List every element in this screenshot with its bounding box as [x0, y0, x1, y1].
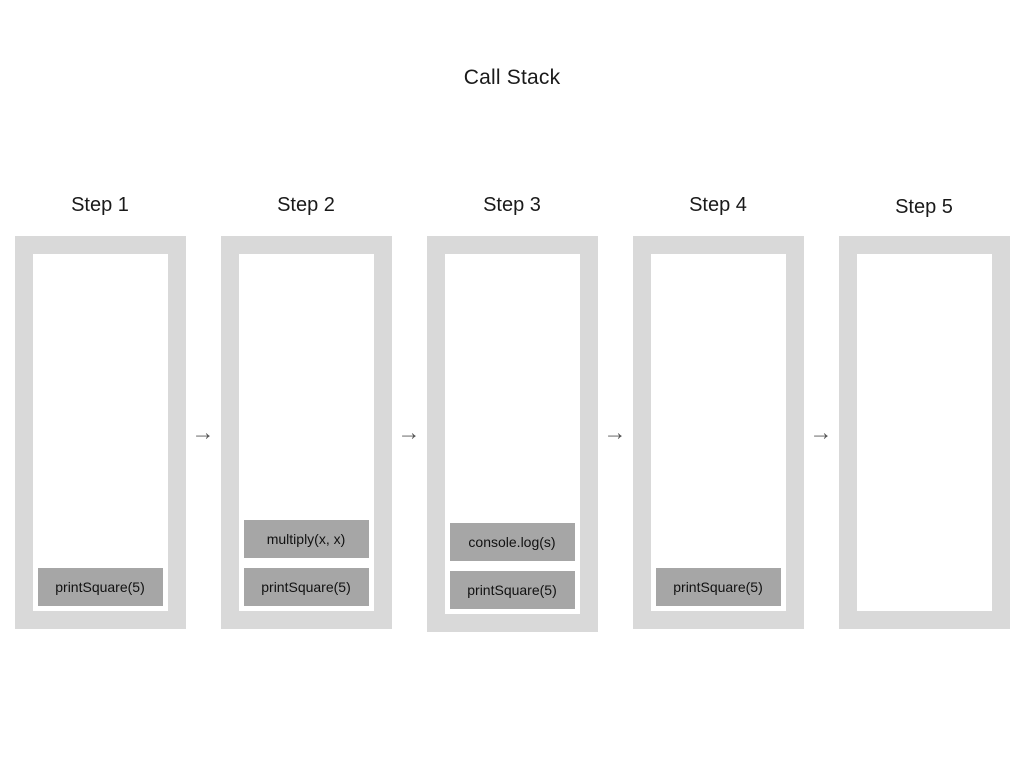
step-group-4: Step 4 printSquare(5)	[632, 190, 804, 629]
arrow-right-icon: →	[603, 419, 627, 445]
arrow-4-to-5: →	[804, 236, 839, 629]
arrow-right-icon: →	[809, 419, 833, 445]
arrow-right-icon: →	[397, 419, 421, 445]
stack-frame: console.log(s)	[449, 523, 575, 561]
stack-frame: printSquare(5)	[243, 568, 369, 606]
step-group-3: Step 3 console.log(s) printSquare(5)	[426, 190, 598, 632]
page-title: Call Stack	[463, 66, 561, 89]
arrow-2-to-3: →	[392, 236, 427, 629]
step-label-2: Step 2	[277, 194, 335, 216]
stack-frame: multiply(x, x)	[243, 520, 369, 558]
arrow-right-icon: →	[191, 419, 215, 445]
step-group-5: Step 5	[838, 190, 1010, 629]
call-stack-steps-row: Step 1 printSquare(5) → Step 2 multiply(…	[0, 190, 1024, 640]
step-label-3: Step 3	[483, 194, 541, 216]
step-group-1: Step 1 printSquare(5)	[14, 190, 186, 629]
call-stack-box-5	[838, 236, 1010, 629]
stack-frame: printSquare(5)	[655, 568, 781, 606]
step-group-2: Step 2 multiply(x, x) printSquare(5)	[220, 190, 392, 629]
step-label-5: Step 5	[895, 196, 953, 218]
call-stack-box-4: printSquare(5)	[632, 236, 804, 629]
stack-frame: printSquare(5)	[37, 568, 163, 606]
call-stack-box-1: printSquare(5)	[14, 236, 186, 629]
step-label-1: Step 1	[71, 194, 129, 216]
call-stack-box-2: multiply(x, x) printSquare(5)	[220, 236, 392, 629]
step-label-4: Step 4	[689, 194, 747, 216]
arrow-3-to-4: →	[598, 236, 633, 629]
arrow-1-to-2: →	[186, 236, 221, 629]
stack-frame: printSquare(5)	[449, 571, 575, 609]
call-stack-box-3: console.log(s) printSquare(5)	[426, 236, 598, 632]
